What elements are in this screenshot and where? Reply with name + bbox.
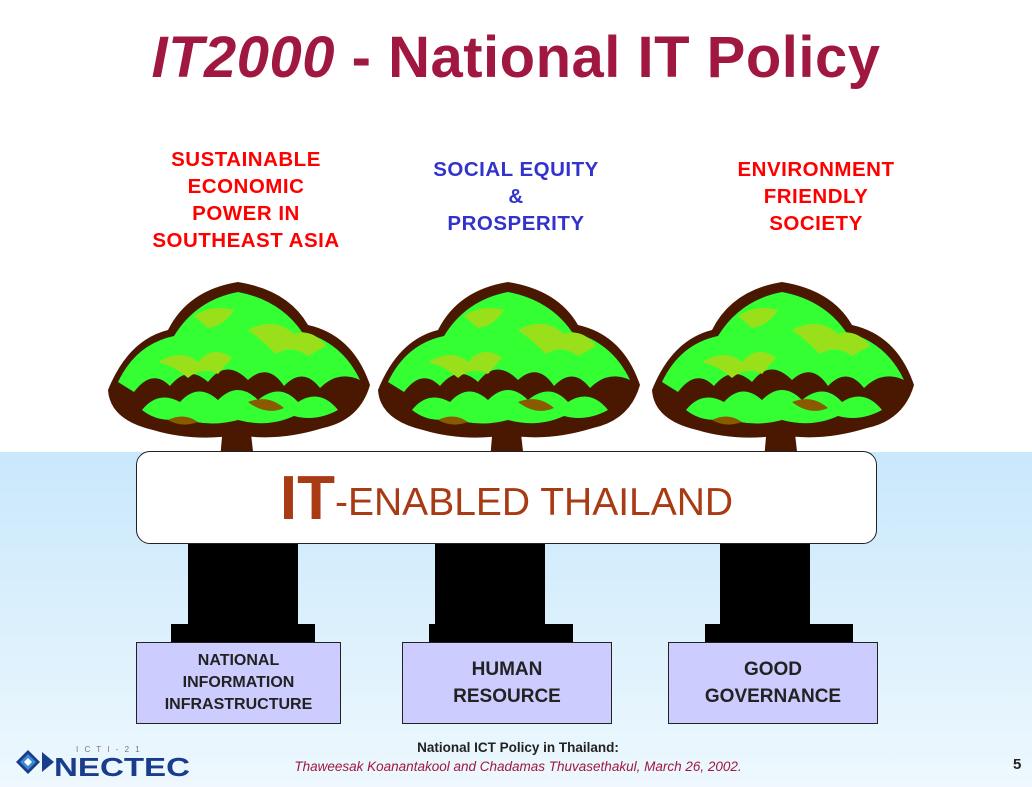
goal-economic-line: ECONOMIC [187,175,305,198]
it-enabled-banner: IT-ENABLED THAILAND [136,451,877,544]
footer-line-1: National ICT Policy in Thailand: [417,740,619,755]
tree-icon [652,282,914,460]
goal-environment: ENVIRONMENT FRIENDLY SOCIETY [676,156,956,237]
goal-economic-line: SUSTAINABLE [171,148,321,171]
tree-icon [108,282,370,460]
pillar-label: GOOD [743,659,803,680]
pillar-shaft [435,544,545,624]
pillar-label: INFORMATION [182,674,295,691]
pillar-label: RESOURCE [453,686,561,707]
pillar-shaft [188,544,298,624]
goal-social: SOCIAL EQUITY & PROSPERITY [376,156,656,237]
pillar-label: NATIONAL [197,652,280,669]
title-rest: - National IT Policy [335,25,881,90]
banner-enabled-thailand: -ENABLED THAILAND [335,481,734,524]
page-number: 5 [1013,756,1022,773]
nectec-logo: I C T I - 2 1 NECTEC [14,742,194,782]
pillar-base [171,624,315,642]
goal-environment-line: FRIENDLY [763,185,869,208]
goal-environment-line: ENVIRONMENT [737,158,895,181]
svg-text:NECTEC: NECTEC [54,752,190,782]
nectec-logo-icon: I C T I - 2 1 NECTEC [16,745,190,782]
tree-shape [652,282,914,460]
footer: National ICT Policy in Thailand: Thawees… [196,738,840,776]
pillar-box-gg: GOOD GOVERNANCE [668,642,878,724]
pillar-box-hr: HUMAN RESOURCE [402,642,612,724]
goal-economic-line: POWER IN [192,202,300,225]
title-italic: IT2000 [151,25,336,90]
pillar-label: HUMAN [471,659,543,680]
goal-social-line: PROSPERITY [447,212,585,235]
pillar-label: INFRASTRUCTURE [164,696,313,713]
footer-line-2: Thaweesak Koanantakool and Chadamas Thuv… [294,759,742,774]
goal-environment-line: SOCIETY [769,212,863,235]
tree-icon [378,282,640,460]
pillar-box-nii: NATIONAL INFORMATION INFRASTRUCTURE [136,642,341,724]
pillar-label: GOVERNANCE [704,686,842,707]
svg-text:I C T I - 2 1: I C T I - 2 1 [76,745,142,754]
slide-title: IT2000 - National IT Policy [0,24,1032,91]
pillar-base [705,624,853,642]
goal-social-line: SOCIAL EQUITY [433,158,599,181]
pillar-shaft [720,544,810,624]
goal-social-line: & [508,185,524,208]
goal-economic-line: SOUTHEAST ASIA [152,229,340,252]
tree-shape [378,282,640,460]
banner-it: IT [279,464,336,533]
goal-economic: SUSTAINABLE ECONOMIC POWER IN SOUTHEAST … [96,146,396,254]
pillar-base [429,624,573,642]
tree-shape [108,282,370,460]
